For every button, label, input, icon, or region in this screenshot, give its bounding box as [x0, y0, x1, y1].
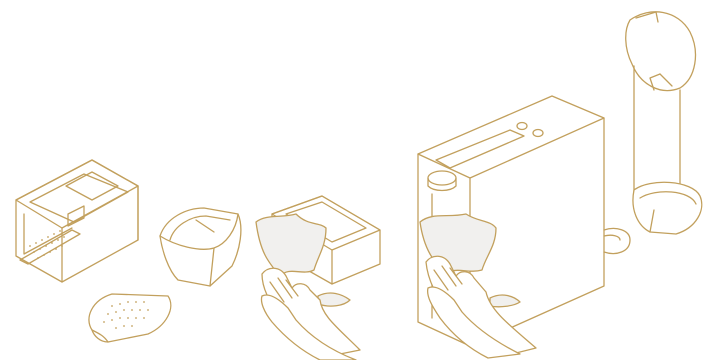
hands-wiping-container-icon [256, 196, 380, 360]
drip-tray-icon [16, 160, 138, 282]
coffee-machine-icon [418, 96, 630, 358]
water-tank-lid-open-icon [626, 12, 702, 234]
drip-grid-icon [89, 294, 171, 342]
capsule-container-icon [160, 208, 241, 286]
